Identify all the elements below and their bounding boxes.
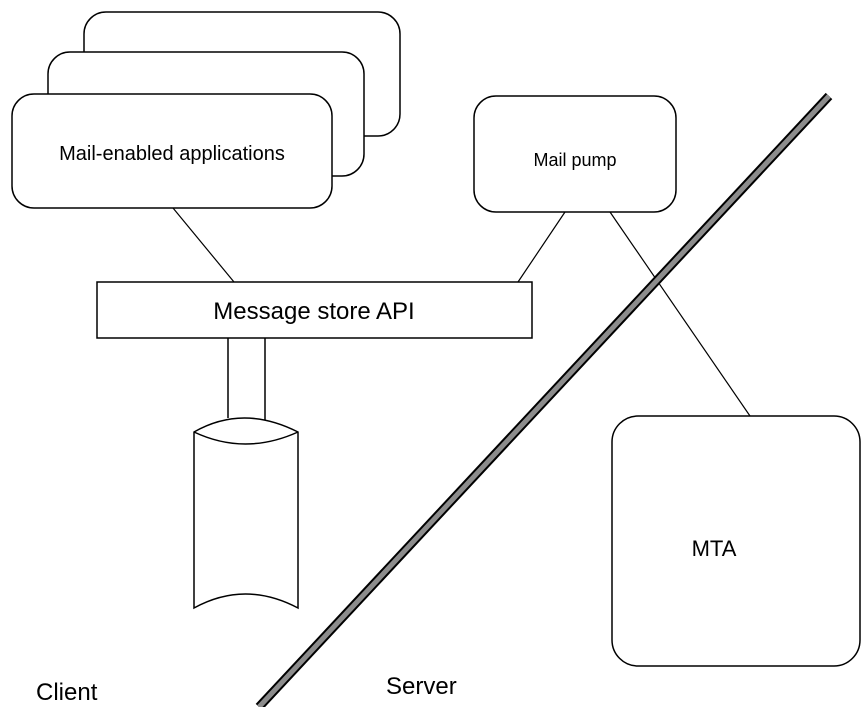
mail-pump-box [473, 95, 677, 213]
mail-pump-node: Mail pump [473, 95, 677, 213]
message-store-api-box [96, 281, 533, 339]
mail-pump-label: Mail pump [533, 150, 616, 170]
database-body [193, 417, 299, 610]
message-store-api-node: Message store API [96, 281, 533, 339]
connector-pump-to-api [517, 211, 566, 283]
connector-pump-to-mta [609, 211, 751, 417]
database-top-edge [193, 431, 299, 445]
database-icon [193, 417, 299, 610]
mail-apps-stack: Mail-enabled applications [11, 11, 401, 209]
mail-apps-label: Mail-enabled applications [59, 143, 285, 165]
client-region-label: Client [36, 679, 98, 706]
mail-apps-box-front [11, 93, 333, 209]
mta-box [611, 415, 861, 667]
mta-node: MTA [611, 415, 861, 667]
mta-label: MTA [692, 536, 737, 561]
connector-apps-to-api [172, 207, 235, 283]
server-region-label: Server [386, 673, 457, 700]
client-server-divider [255, 92, 833, 707]
divider-fill [257, 94, 831, 707]
message-store-api-label: Message store API [213, 298, 414, 325]
